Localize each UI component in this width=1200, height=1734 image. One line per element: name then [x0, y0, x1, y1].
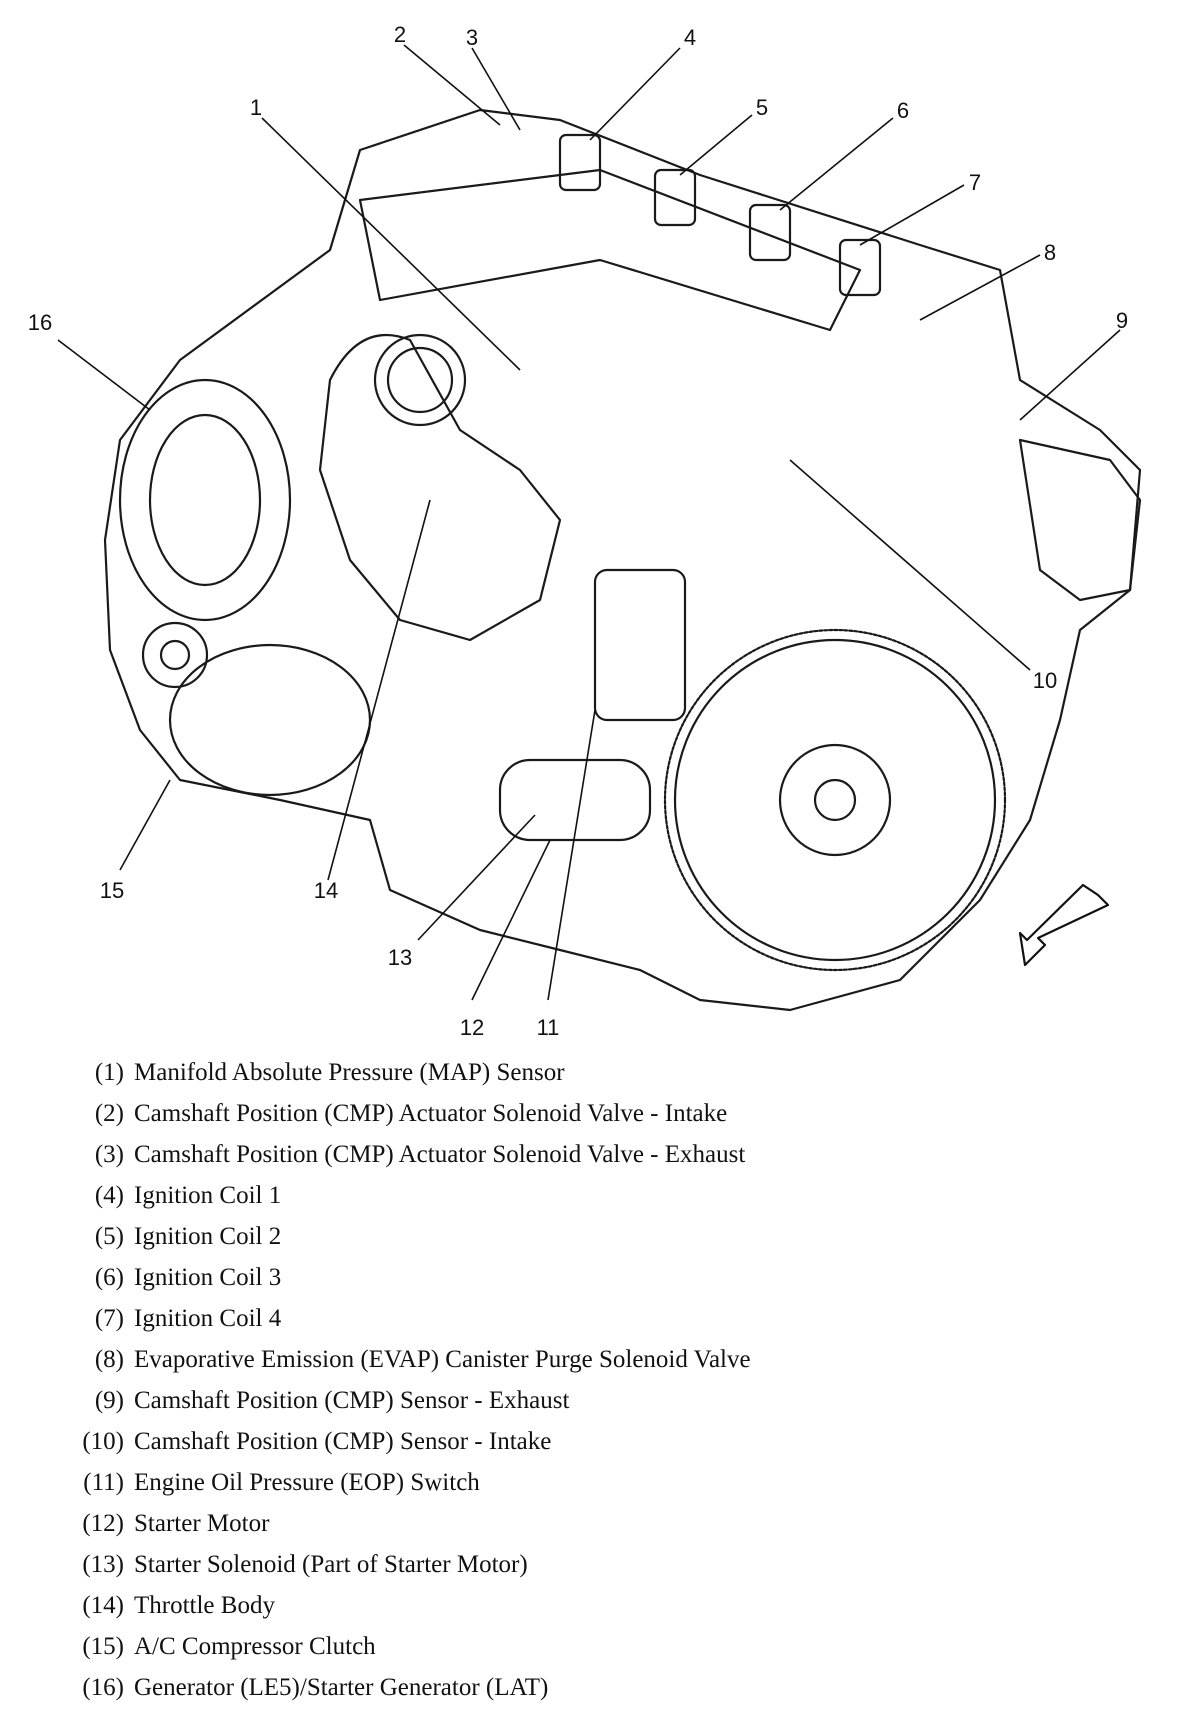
callout-2: 2 [394, 22, 406, 47]
callout-11: 11 [537, 1015, 560, 1040]
legend-label: Camshaft Position (CMP) Sensor - Exhaust [134, 1387, 570, 1414]
legend-number: (14) [82, 1592, 124, 1619]
legend-item: (14) Throttle Body [68, 1585, 1168, 1626]
callout-10: 10 [1033, 668, 1057, 693]
starter-motor [498, 758, 652, 842]
ignition-coil-2 [653, 168, 697, 227]
callout-3: 3 [466, 25, 478, 50]
legend-item: (16) Generator (LE5)/Starter Generator (L… [68, 1667, 1168, 1708]
leader-9 [1019, 329, 1121, 421]
legend-number: (11) [83, 1469, 124, 1496]
legend-item: (11) Engine Oil Pressure (EOP) Switch [68, 1462, 1168, 1503]
callout-5: 5 [756, 95, 768, 120]
ac-compressor [168, 643, 372, 797]
legend-number: (15) [82, 1633, 124, 1660]
leader-3 [471, 47, 521, 131]
ignition-coil-1 [558, 133, 602, 192]
legend-label: Ignition Coil 4 [134, 1305, 282, 1332]
legend-label: Evaporative Emission (EVAP) Canister Pur… [134, 1346, 751, 1373]
legend-number: (12) [82, 1510, 124, 1537]
legend-label: Engine Oil Pressure (EOP) Switch [134, 1469, 480, 1496]
leader-2 [403, 44, 501, 126]
callout-7: 7 [969, 170, 981, 195]
legend-number: (9) [94, 1387, 124, 1414]
leader-12 [471, 839, 551, 1001]
legend-label: Camshaft Position (CMP) Actuator Solenoi… [134, 1100, 728, 1127]
leader-11 [547, 709, 596, 1001]
legend-label: Manifold Absolute Pressure (MAP) Sensor [134, 1059, 565, 1086]
leader-10 [789, 459, 1031, 671]
callout-13: 13 [388, 945, 412, 970]
callout-8: 8 [1044, 240, 1056, 265]
engine-block-outline [103, 108, 1142, 1012]
legend-label: Camshaft Position (CMP) Sensor - Intake [134, 1428, 552, 1455]
direction-arrow-icon [1018, 883, 1110, 967]
callout-4: 4 [684, 25, 696, 50]
leader-13 [417, 814, 536, 941]
callout-15: 15 [100, 878, 124, 903]
legend-item: (1) Manifold Absolute Pressure (MAP) Sens… [68, 1052, 1168, 1093]
legend-label: Starter Motor [134, 1510, 270, 1537]
legend-number: (16) [82, 1674, 124, 1701]
legend-number: (4) [94, 1182, 124, 1209]
leader-1 [261, 117, 521, 371]
legend-item: (15) A/C Compressor Clutch [68, 1626, 1168, 1667]
callout-12: 12 [460, 1015, 484, 1040]
callout-6: 6 [897, 98, 909, 123]
engine-component-diagram: 1 2 3 4 5 6 7 8 9 10 11 12 13 14 15 16 [28, 22, 1142, 1040]
legend-number: (2) [94, 1100, 124, 1127]
leader-8 [919, 254, 1041, 321]
legend-label: Ignition Coil 2 [134, 1223, 282, 1250]
callout-9: 9 [1116, 308, 1128, 333]
throttle-body [373, 333, 467, 427]
legend-number: (13) [82, 1551, 124, 1578]
legend-item: (2) Camshaft Position (CMP) Actuator Sole… [68, 1093, 1168, 1134]
leader-16 [57, 339, 151, 411]
leader-4 [589, 47, 681, 141]
callout-14: 14 [314, 878, 338, 903]
oil-filter-housing [593, 568, 687, 722]
legend-item: (8) Evaporative Emission (EVAP) Canister … [68, 1339, 1168, 1380]
leader-15 [119, 779, 171, 871]
legend-label: Generator (LE5)/Starter Generator (LAT) [134, 1674, 549, 1701]
legend-item: (9) Camshaft Position (CMP) Sensor - Exha… [68, 1380, 1168, 1421]
ignition-coil-4 [838, 238, 882, 297]
legend-item: (7) Ignition Coil 4 [68, 1298, 1168, 1339]
legend-label: Camshaft Position (CMP) Actuator Solenoi… [134, 1141, 746, 1168]
ignition-coil-3 [748, 203, 792, 262]
legend-number: (1) [94, 1059, 124, 1086]
legend-item: (4) Ignition Coil 1 [68, 1175, 1168, 1216]
legend-item: (6) Ignition Coil 3 [68, 1257, 1168, 1298]
legend-label: A/C Compressor Clutch [134, 1633, 376, 1660]
legend-number: (7) [94, 1305, 124, 1332]
callout-16: 16 [28, 310, 52, 335]
callout-1: 1 [250, 95, 262, 120]
generator [118, 378, 292, 622]
legend-item: (12) Starter Motor [68, 1503, 1168, 1544]
legend-label: Ignition Coil 3 [134, 1264, 282, 1291]
legend-number: (8) [94, 1346, 124, 1373]
legend-label: Ignition Coil 1 [134, 1182, 282, 1209]
legend-label: Starter Solenoid (Part of Starter Motor) [134, 1551, 528, 1578]
flywheel [663, 628, 1007, 972]
leader-7 [859, 184, 965, 246]
leader-6 [779, 117, 894, 211]
component-legend: (1) Manifold Absolute Pressure (MAP) Sens… [68, 1052, 1168, 1708]
legend-number: (5) [94, 1223, 124, 1250]
legend-item: (10) Camshaft Position (CMP) Sensor - Int… [68, 1421, 1168, 1462]
legend-item: (13) Starter Solenoid (Part of Starter Mo… [68, 1544, 1168, 1585]
legend-number: (6) [94, 1264, 124, 1291]
legend-number: (3) [94, 1141, 124, 1168]
legend-item: (5) Ignition Coil 2 [68, 1216, 1168, 1257]
legend-item: (3) Camshaft Position (CMP) Actuator Sole… [68, 1134, 1168, 1175]
legend-label: Throttle Body [134, 1592, 275, 1619]
intake-manifold [318, 333, 562, 642]
legend-number: (10) [82, 1428, 124, 1455]
leader-5 [679, 114, 753, 176]
leader-14 [327, 499, 431, 881]
